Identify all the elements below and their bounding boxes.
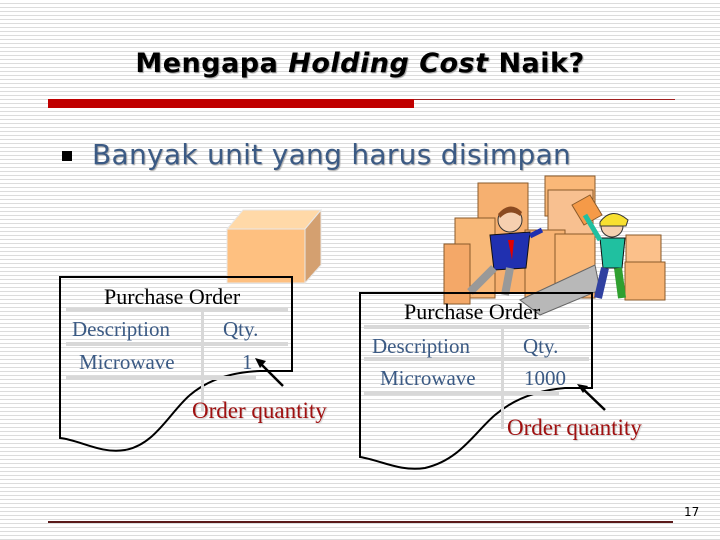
left-po-header-description: Description — [72, 317, 170, 341]
title-underline-line — [414, 99, 675, 100]
bullet-square-icon — [62, 151, 72, 161]
right-po-qty: 1000 — [524, 366, 566, 390]
title-prefix: Mengapa — [135, 48, 289, 79]
right-po-item: Microwave — [380, 366, 476, 390]
single-box-icon — [225, 208, 323, 285]
right-order-quantity-label: Order quantity — [507, 415, 642, 440]
footer-line — [48, 521, 673, 523]
left-po-header-qty: Qty. — [223, 317, 259, 341]
title-italic: Holding Cost — [288, 48, 489, 79]
left-po-qty: 1 — [242, 350, 253, 374]
bullet-text: Banyak unit yang harus disimpan — [92, 138, 572, 171]
right-po-header-qty: Qty. — [523, 334, 559, 358]
right-po-document — [359, 292, 606, 470]
workers-boxes-illustration — [443, 175, 666, 316]
title-suffix: Naik? — [488, 48, 585, 79]
right-po-header-description: Description — [372, 334, 470, 358]
right-po-title: Purchase Order — [404, 299, 541, 324]
left-po-document — [59, 276, 293, 452]
title-underline-bar — [48, 99, 414, 108]
slide-title: Mengapa Holding Cost Naik? — [0, 48, 720, 79]
left-po-title: Purchase Order — [104, 284, 241, 309]
left-po-item: Microwave — [79, 350, 175, 374]
left-order-quantity-label: Order quantity — [192, 398, 327, 423]
page-number: 17 — [684, 505, 700, 519]
